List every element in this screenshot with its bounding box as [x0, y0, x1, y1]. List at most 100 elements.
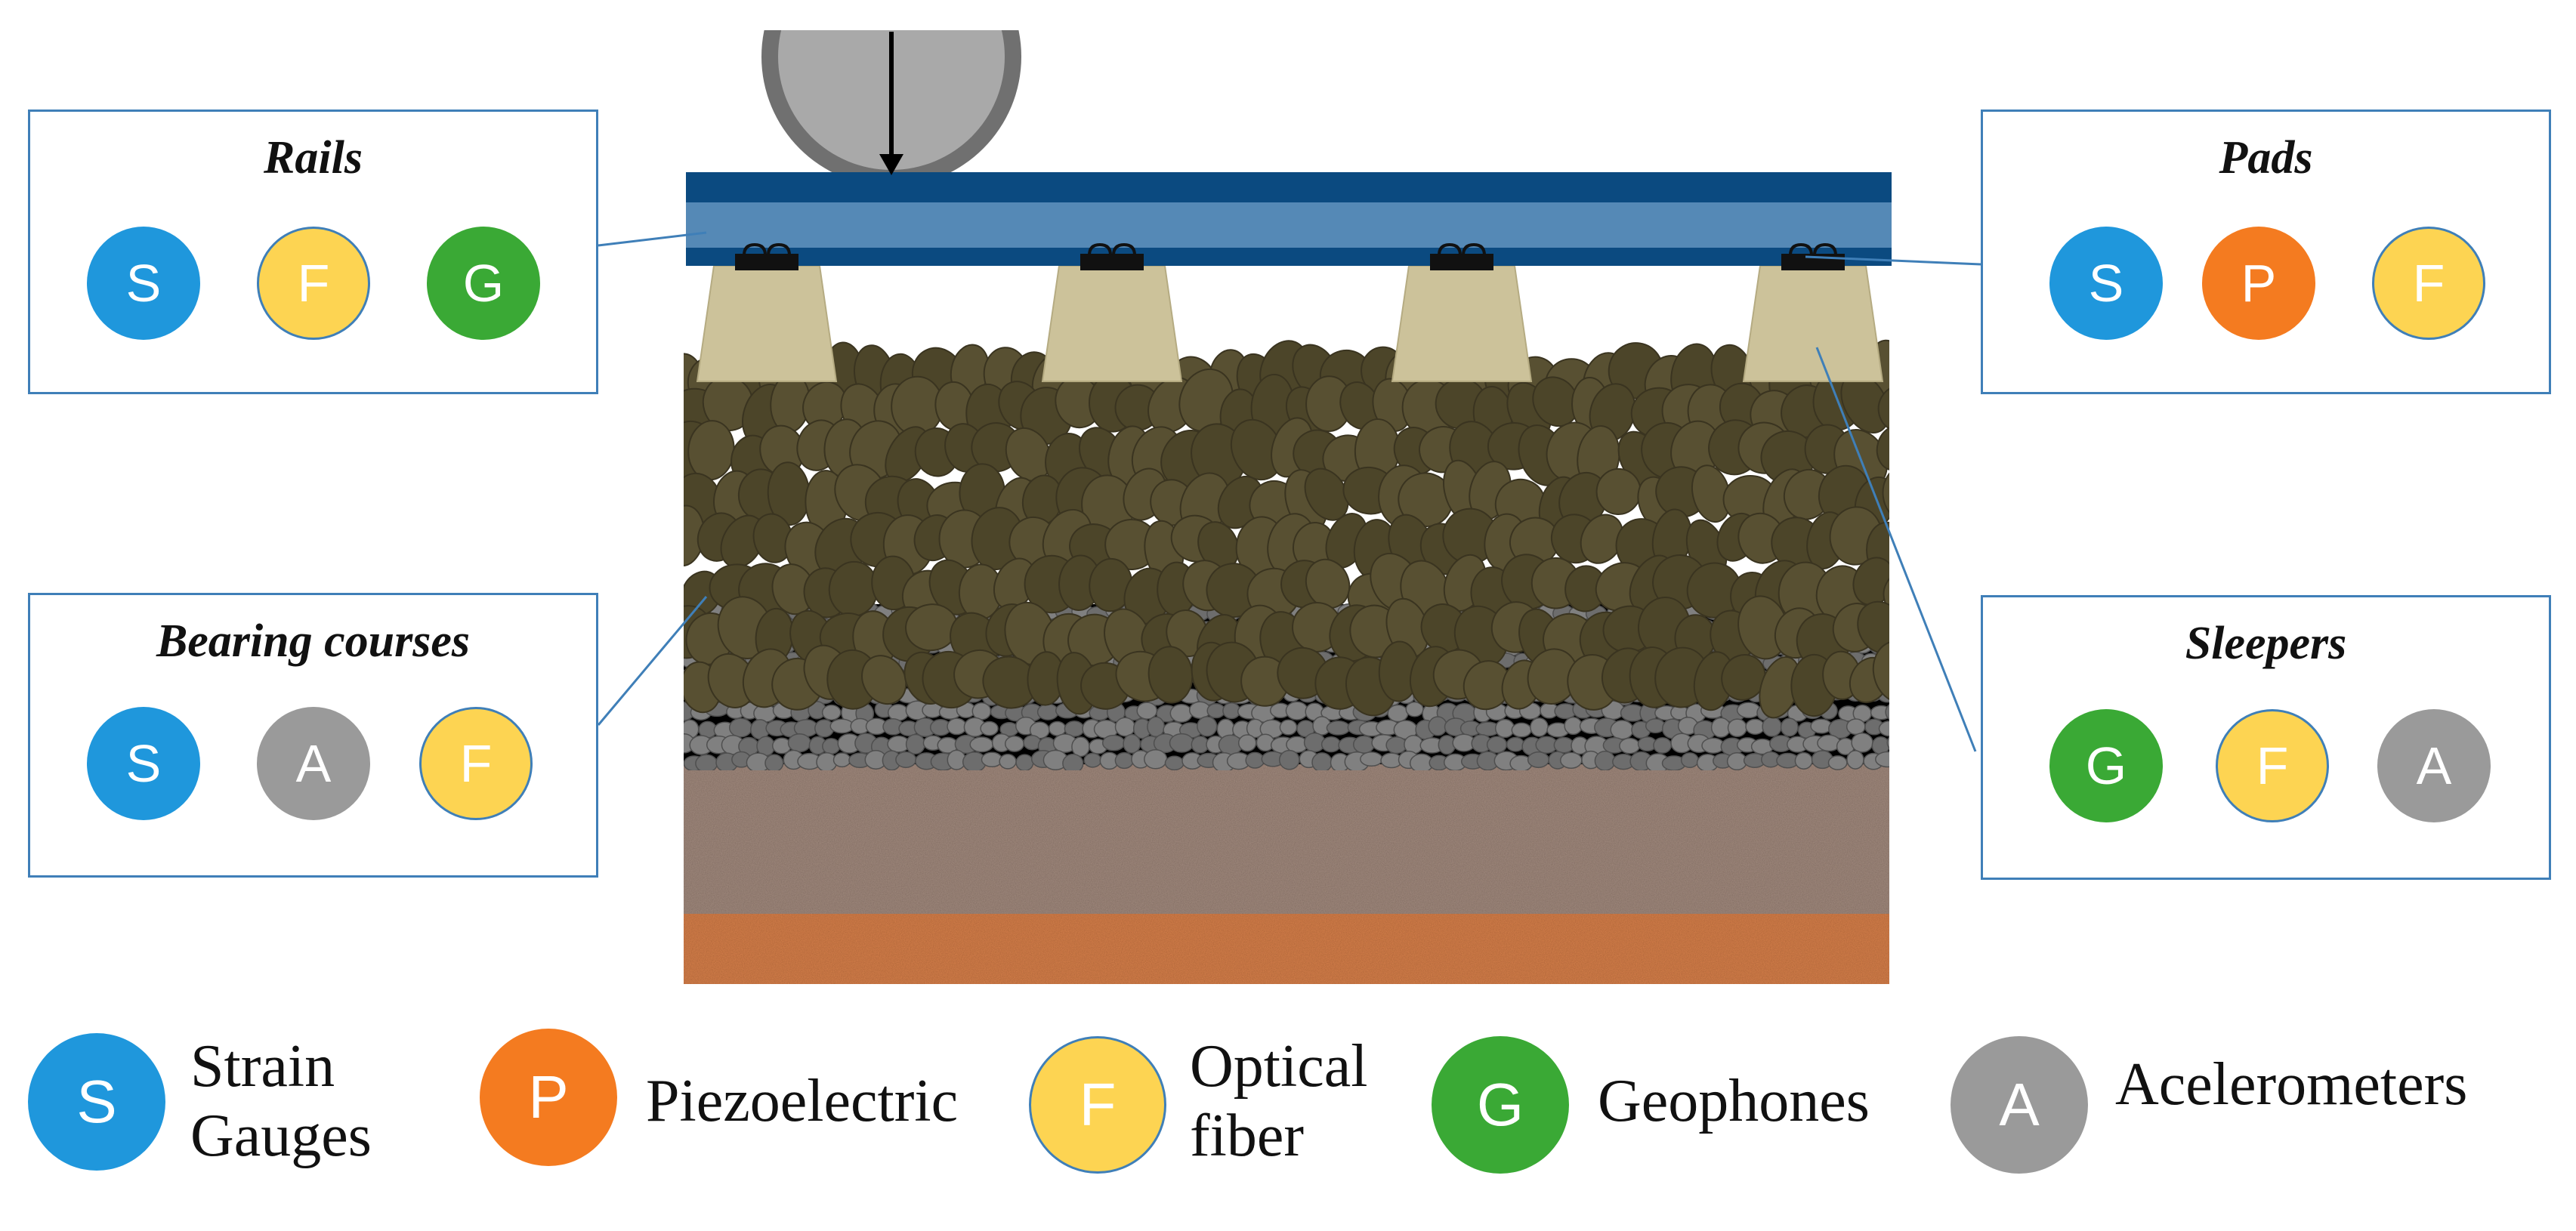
bearing-sensor-accelerometer: A: [257, 707, 370, 820]
subballast-stone: [1910, 656, 1931, 671]
subballast-stone: [1827, 755, 1848, 770]
sleepers-box: Sleepers G F A: [1981, 595, 2551, 880]
pads-sensor-optical: F: [2372, 227, 2485, 340]
subballast-stone: [1169, 733, 1194, 753]
subballast-stone: [1875, 751, 1889, 768]
subballast-stone: [1278, 749, 1300, 770]
rails-sensor-strain: S: [87, 227, 200, 340]
bearing-courses-box: Bearing courses S A F: [28, 593, 598, 878]
subballast-stone: [695, 754, 718, 770]
fastenings: [735, 242, 1845, 270]
subballast-stone: [1885, 704, 1889, 720]
subballast-stone: [787, 733, 811, 753]
legend-geophone-icon: G: [1432, 1036, 1569, 1174]
subballast-stone: [1680, 752, 1699, 769]
legend-piezo-label: Piezoelectric: [646, 1068, 959, 1134]
ballast-stone: [1857, 600, 1889, 655]
subballast-stone: [1559, 751, 1583, 769]
subballast-stone: [1062, 753, 1084, 770]
ballast-stone: [1876, 424, 1889, 472]
ballast-stone: [1883, 569, 1889, 619]
subballast-stone: [1206, 702, 1226, 719]
subballast-stone: [1912, 720, 1931, 739]
subballast-stone: [1169, 703, 1193, 723]
legend-accelerometer-icon: A: [1951, 1036, 2088, 1174]
subballast-stone: [981, 751, 1003, 768]
subballast-stone: [1352, 735, 1376, 754]
fastening-clip: [1438, 242, 1486, 256]
subballast-stone: [832, 752, 851, 768]
leader-rails: [598, 231, 707, 247]
subballast-stone: [1610, 720, 1634, 740]
rails-title: Rails: [264, 132, 363, 184]
subballast-stone: [1285, 701, 1308, 720]
subballast-stone: [1903, 671, 1926, 686]
subballast-stone: [1164, 755, 1185, 770]
subballast-stone: [1311, 752, 1333, 770]
subballast-stone: [1653, 737, 1673, 754]
sleepers-title: Sleepers: [2185, 618, 2347, 669]
ballast-stones: [684, 339, 1973, 719]
subballast-stone: [1114, 717, 1136, 737]
subgrade-layer: [684, 763, 1889, 914]
subballast-stone: [1909, 752, 1932, 769]
subballast-stone: [1846, 718, 1866, 736]
subballast-stone: [1727, 718, 1747, 738]
subballast-stone: [1197, 716, 1218, 737]
leader-pads: [1805, 255, 1981, 266]
legend-piezo-icon: P: [480, 1029, 617, 1166]
subballast-stone: [1762, 716, 1782, 737]
sleepers-sensor-geophone: G: [2049, 709, 2163, 822]
ballast-stone: [1896, 519, 1936, 567]
subballast-stone: [905, 733, 925, 755]
subballast-stone: [1144, 749, 1168, 770]
subballast-stone: [829, 718, 854, 734]
subballast-stone: [947, 717, 967, 736]
subballast-stone: [1494, 718, 1515, 739]
bearing-courses-title: Bearing courses: [156, 616, 471, 667]
rails-sensor-optical: F: [257, 227, 370, 340]
sleepers: [696, 265, 1884, 382]
ballast-stone: [1901, 344, 1950, 398]
subballast-stone: [1878, 720, 1889, 737]
subballast-stone: [1745, 718, 1765, 735]
subballast-stone: [980, 720, 999, 736]
subballast-stone: [1387, 704, 1409, 723]
ballast-stone: [1912, 642, 1973, 703]
sleeper: [696, 265, 838, 382]
subballast-stone: [1846, 750, 1864, 770]
ballast-stone: [1877, 384, 1889, 433]
legend-accelerometer-label: Acelerometers: [2115, 1051, 2468, 1118]
subballast-stone: [1048, 720, 1067, 736]
ballast-stone: [1903, 473, 1964, 535]
fastening-clip: [1088, 242, 1136, 256]
subballast-stone: [764, 754, 784, 770]
subballast-stone: [1360, 751, 1383, 767]
subballast-stone: [1147, 716, 1166, 738]
bearing-sensor-strain: S: [87, 707, 200, 820]
subballast-stone: [1904, 639, 1923, 653]
sleepers-sensor-accelerometer: A: [2377, 709, 2491, 822]
subballast-stone: [1895, 651, 1914, 668]
subballast-stone: [1619, 737, 1641, 754]
legend-optical-icon: F: [1029, 1036, 1166, 1174]
subballast-stone: [1895, 755, 1916, 770]
subballast-stone: [1889, 635, 1909, 651]
pads-sensor-strain: S: [2049, 227, 2163, 340]
subballast-stone: [1913, 686, 1933, 703]
subballast-stone: [1428, 716, 1447, 736]
subballast-stone: [1564, 717, 1583, 736]
subballast-stone: [1894, 618, 1912, 637]
subballast-stone: [1114, 751, 1134, 770]
subballast-stone: [1486, 736, 1508, 754]
subballast-stone: [1083, 752, 1102, 768]
subballast-stone: [1594, 751, 1616, 770]
subballast-stone: [1794, 751, 1813, 770]
subballast-stone: [1237, 734, 1257, 752]
subballast-stone: [1123, 733, 1141, 754]
subballast-stone: [969, 736, 994, 753]
subballast-stone: [1015, 754, 1034, 770]
subballast-stone: [1851, 733, 1873, 753]
